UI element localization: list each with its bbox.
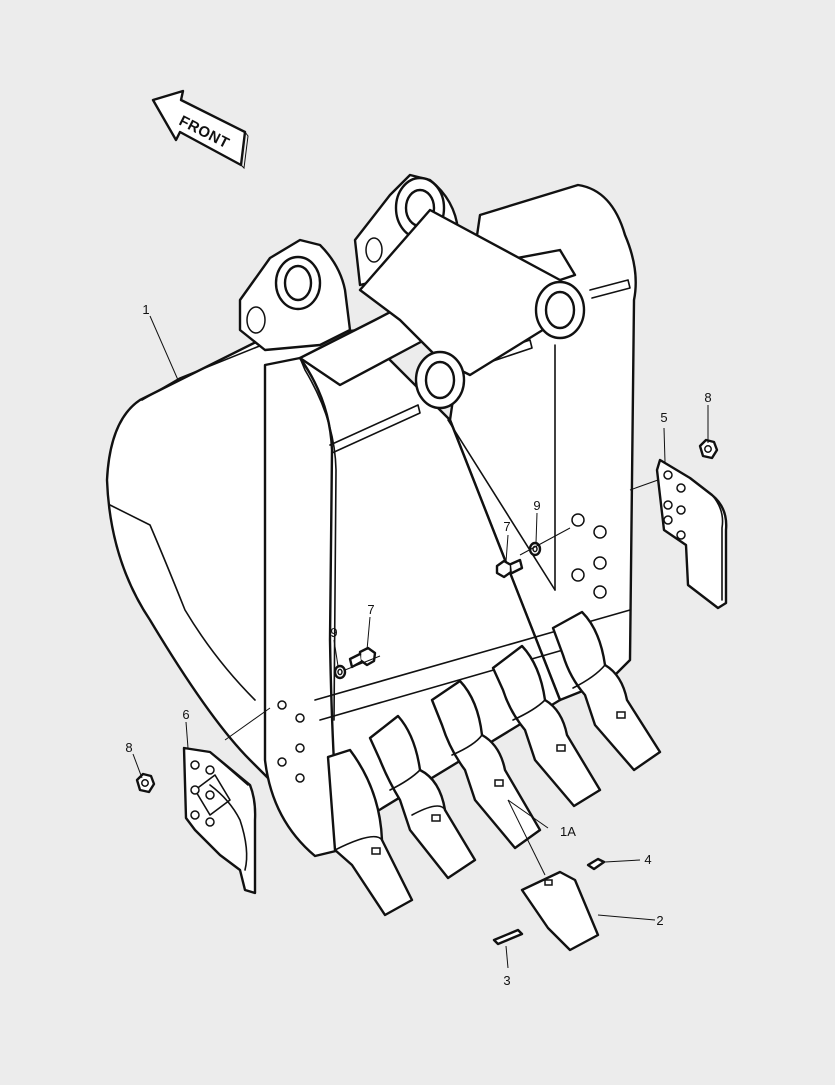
- nut-right: [698, 438, 719, 460]
- callout-1a: 1A: [560, 824, 576, 839]
- tooth: [551, 610, 662, 772]
- callout-3: 3: [503, 973, 510, 988]
- mounting-ears: [238, 173, 586, 410]
- callout-8-right: 8: [704, 390, 711, 405]
- cheek-plate-holes: [277, 700, 305, 783]
- tooth-point-2: [520, 870, 600, 952]
- callout-7-lower: 7: [367, 602, 374, 617]
- callout-8-left: 8: [125, 740, 132, 755]
- tooth-pin-4: [586, 857, 606, 871]
- callout-5: 5: [660, 410, 667, 425]
- callout-1: 1: [142, 302, 149, 317]
- side-cutter-left: [182, 746, 257, 895]
- tooth-lock-3: [492, 928, 524, 946]
- side-cutter-right: [655, 458, 728, 610]
- callout-6: 6: [182, 707, 189, 722]
- tooth: [326, 748, 414, 917]
- bolt-lower: [348, 646, 377, 669]
- callouts: 1 1A 2 3 4 5 6 7 7 8 8 9 9: [125, 302, 711, 988]
- tooth: [430, 679, 542, 850]
- ear-hole: [365, 237, 383, 263]
- callout-9-upper: 9: [533, 498, 540, 513]
- callout-2: 2: [656, 913, 663, 928]
- callout-4: 4: [644, 852, 651, 867]
- front-direction-arrow: FRONT: [151, 89, 249, 170]
- nut-left: [135, 772, 156, 794]
- ear-hole: [246, 306, 266, 334]
- side-plate-holes: [571, 513, 607, 599]
- bucket-teeth: [326, 610, 662, 917]
- callout-9-lower: 9: [330, 625, 337, 640]
- tooth: [368, 714, 477, 880]
- bolt-upper: [495, 558, 524, 579]
- tooth: [491, 644, 602, 808]
- washer-lower: [333, 664, 347, 680]
- callout-7-upper: 7: [503, 519, 510, 534]
